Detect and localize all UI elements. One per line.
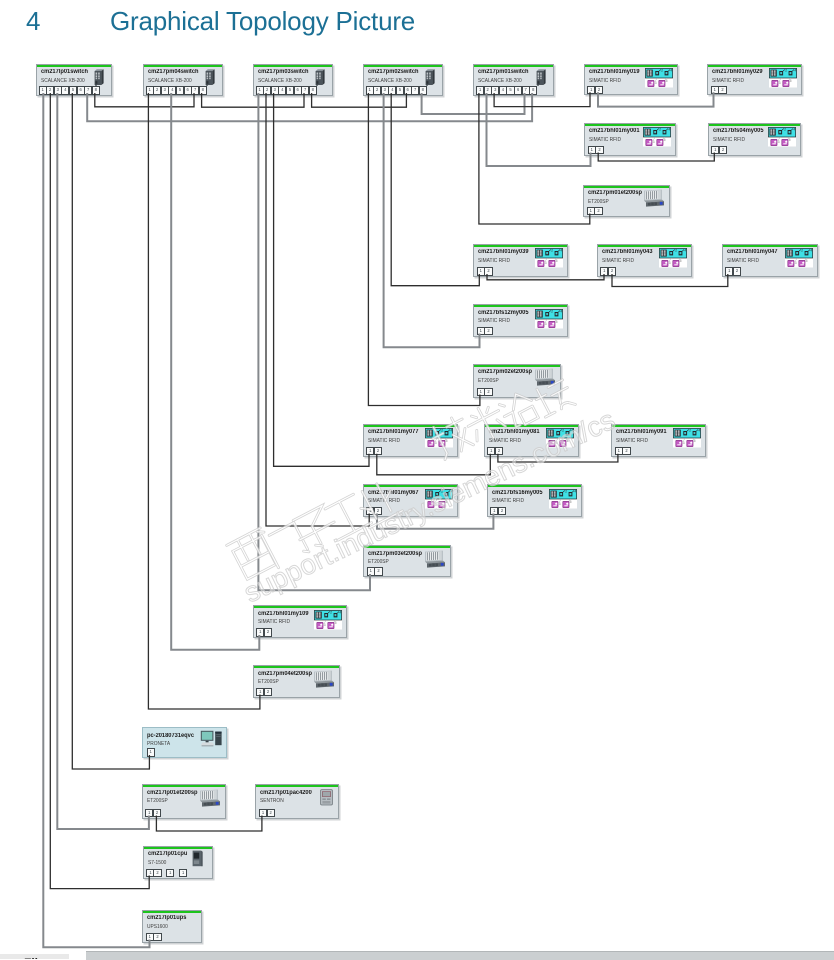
- svg-text:2: 2: [689, 429, 691, 433]
- svg-text:3: 3: [545, 261, 547, 265]
- svg-text:5: 5: [788, 138, 790, 142]
- svg-text:4: 4: [670, 69, 672, 73]
- svg-text:3: 3: [434, 502, 436, 506]
- svg-text:3: 3: [777, 140, 779, 144]
- svg-text:5: 5: [556, 320, 558, 324]
- svg-text:4: 4: [450, 489, 452, 493]
- svg-text:3: 3: [558, 502, 560, 506]
- svg-text:4: 4: [684, 248, 686, 252]
- svg-text:2: 2: [661, 69, 663, 73]
- svg-text:4: 4: [339, 610, 341, 614]
- svg-text:5: 5: [680, 259, 682, 263]
- svg-text:2: 2: [441, 429, 443, 433]
- svg-text:2: 2: [659, 127, 661, 131]
- svg-text:5: 5: [805, 259, 807, 263]
- svg-text:3: 3: [654, 81, 656, 85]
- svg-text:4: 4: [698, 429, 700, 433]
- svg-text:5: 5: [445, 500, 447, 504]
- svg-text:3: 3: [653, 140, 655, 144]
- svg-text:3: 3: [669, 261, 671, 265]
- svg-text:4: 4: [793, 127, 795, 131]
- svg-text:4: 4: [794, 69, 796, 73]
- svg-text:4: 4: [560, 309, 562, 313]
- svg-text:5: 5: [445, 439, 447, 443]
- svg-text:2: 2: [801, 248, 803, 252]
- svg-text:3: 3: [779, 81, 781, 85]
- svg-text:2: 2: [441, 489, 443, 493]
- svg-text:5: 5: [664, 138, 666, 142]
- svg-text:4: 4: [810, 248, 812, 252]
- svg-text:4: 4: [571, 429, 573, 433]
- svg-text:support.industry.siemens.com/c: support.industry.siemens.com/cs: [239, 404, 620, 609]
- svg-text:2: 2: [562, 429, 564, 433]
- svg-text:3: 3: [683, 441, 685, 445]
- svg-text:5: 5: [665, 79, 667, 83]
- svg-text:4: 4: [450, 429, 452, 433]
- svg-text:5: 5: [569, 500, 571, 504]
- svg-text:2: 2: [330, 610, 332, 614]
- svg-text:3: 3: [555, 441, 557, 445]
- svg-text:2: 2: [785, 69, 787, 73]
- svg-text:5: 5: [790, 79, 792, 83]
- svg-text:5: 5: [694, 439, 696, 443]
- svg-text:4: 4: [560, 248, 562, 252]
- svg-text:5: 5: [334, 621, 336, 625]
- svg-text:2: 2: [551, 309, 553, 313]
- svg-text:4: 4: [668, 127, 670, 131]
- svg-text:3: 3: [545, 322, 547, 326]
- svg-text:2: 2: [675, 248, 677, 252]
- svg-text:5: 5: [566, 439, 568, 443]
- svg-text:5: 5: [556, 259, 558, 263]
- svg-text:2: 2: [565, 489, 567, 493]
- svg-text:3: 3: [434, 441, 436, 445]
- svg-text:3: 3: [794, 261, 796, 265]
- svg-text:3: 3: [323, 623, 325, 627]
- svg-text:2: 2: [784, 127, 786, 131]
- svg-text:4: 4: [574, 489, 576, 493]
- svg-text:2: 2: [551, 248, 553, 252]
